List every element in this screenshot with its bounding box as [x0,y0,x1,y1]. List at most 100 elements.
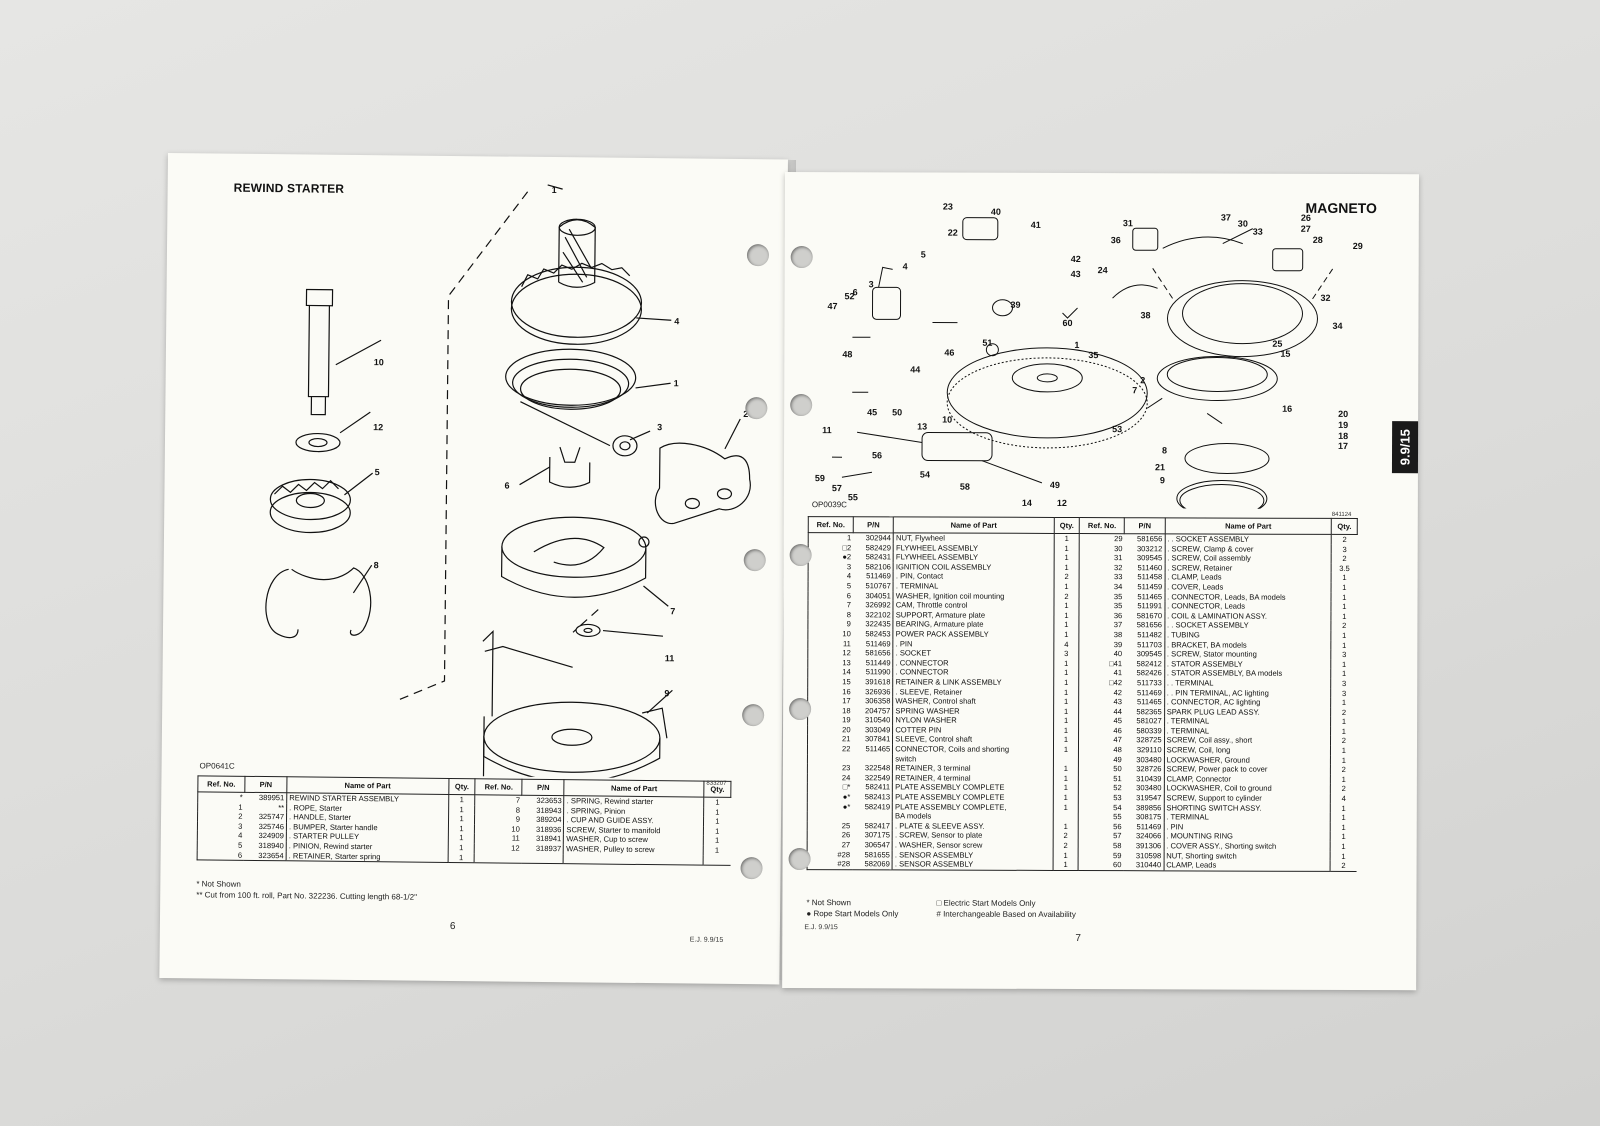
table-cell-name: PLATE ASSEMBLY COMPLETE [892,792,1053,803]
table-cell-qty: 3 [1330,688,1357,699]
table-cell-ref: 47 [1078,735,1124,746]
table-cell-name: . COIL & LAMINATION ASSY. [1164,611,1332,622]
callout-label: 18 [1338,431,1348,441]
table-cell-ref: 7 [807,600,854,610]
column-header: P/N [244,776,287,793]
binder-hole [742,704,765,727]
table-cell-pn: 309545 [1136,553,1163,563]
column-header: Qty. [703,781,731,798]
table-cell-pn: 204757 [865,705,891,716]
callout-label: 46 [944,348,954,358]
table-cell-qty: 1 [1052,860,1079,871]
table-cell-pn: 581027 [1136,716,1162,726]
table-cell-qty: 1 [1331,659,1357,670]
table-cell-qty: 2 [1053,591,1080,602]
column-header: Ref. No. [475,778,523,796]
table-cell-pn: 323654 [244,850,287,861]
table-cell-ref: □41 [1079,658,1125,669]
callout-label: 56 [872,450,882,460]
table-cell-qty: 1 [1052,850,1079,861]
binder-hole [788,848,811,871]
callout-label: 35 [1088,350,1098,360]
table-cell-qty [1053,754,1079,765]
table-cell-ref: 45 [1078,716,1124,727]
table-cell-name: . TERMINAL [1164,716,1331,727]
table-cell-qty: 2 [1330,784,1357,795]
table-cell-qty: 1 [1330,669,1357,679]
binder-hole [743,549,766,572]
callout-label: 37 [1221,213,1231,223]
table-cell-ref: * [197,791,245,803]
table-cell-ref: 40 [1079,649,1125,659]
table-cell-ref: 42 [1079,687,1125,698]
callout-label: 34 [1332,321,1342,331]
callout-label: 31 [1123,218,1133,228]
table-cell-name: NUT, Flywheel [893,532,1054,544]
table-cell-name: FLYWHEEL ASSEMBLY [893,552,1054,563]
callout-label: 9 [664,688,669,698]
callout-label: 23 [943,202,953,212]
table-cell-ref [807,811,853,822]
table-cell-ref: 46 [1078,725,1124,736]
table-cell-ref: □* [807,782,853,793]
table-cell-qty: 2 [1052,840,1079,851]
table-cell-qty: 2 [1331,534,1358,545]
figure-code: OP0641C [199,761,235,771]
callout-label: 47 [828,301,838,311]
table-cell-name: . TERMINAL [893,581,1054,592]
table-cell-ref: 8 [807,609,853,620]
table-cell-qty: 2 [1331,621,1357,631]
table-cell-name: FLYWHEEL ASSEMBLY [893,542,1054,554]
table-cell-pn: 303212 [1136,543,1163,553]
table-cell-qty [703,855,731,866]
table-cell-ref: 44 [1078,706,1124,717]
callout-label: 24 [1098,265,1108,275]
table-cell-pn: 325747 [258,812,285,822]
table-cell-ref: 5 [197,840,245,851]
table-cell-ref: 30 [1079,543,1125,554]
binder-hole [790,394,813,417]
table-cell-qty: 1 [1053,562,1080,573]
callout-label: 4 [903,261,908,271]
table-cell-qty: 1 [1053,764,1079,774]
table-cell-qty: 1 [1053,581,1080,592]
table-cell-name: . SCREW, Stator mounting [1164,649,1332,660]
table-cell-ref: 2 [197,811,245,822]
table-cell-name: . STATOR ASSEMBLY, BA models [1164,668,1332,679]
table-cell-name: . RETAINER, Starter spring [286,850,448,863]
callout-label: 3 [657,422,662,432]
table-cell-ref: 41 [1079,668,1125,679]
page-magneto: MAGNETO 9.9/15 [782,172,1419,991]
table-cell-name: IGNITION COIL ASSEMBLY [893,562,1054,573]
table-cell-pn: 318937 [535,843,562,854]
binder-hole [790,246,813,269]
table-cell-qty: 1 [447,833,475,844]
page-rewind-starter: REWIND STARTER [159,153,788,985]
table-cell-name: WASHER, Pulley to screw [563,844,704,856]
table-cell-qty: 1 [1330,755,1357,766]
table-cell-pn: 326992 [865,600,891,610]
table-cell-pn: 391306 [1135,841,1162,851]
table-cell-pn: 582426 [1136,668,1162,678]
table-cell-ref: 36 [1079,610,1125,621]
table-cell-name: . . TERMINAL [1164,678,1331,689]
table-cell-pn: 582417 [864,821,891,831]
callout-label: 11 [822,425,832,435]
table-cell-name: . SCREW, Clamp & cover [1164,543,1332,555]
table-cell-qty: 1 [1330,698,1357,708]
callout-label: 10 [374,357,384,367]
table-cell-qty: 1 [1053,543,1080,554]
binder-hole [745,397,768,420]
table-cell-qty: 1 [1330,717,1357,727]
table-cell-qty: 1 [1330,726,1357,737]
callout-label: 16 [1282,404,1292,414]
table-cell-qty: 1 [1053,745,1079,755]
callout-label: 44 [910,364,920,374]
table-cell-ref: 31 [1079,553,1125,563]
table-cell-name: COTTER PIN [892,725,1054,736]
table-cell-name: . SOCKET [893,648,1054,659]
table-cell-qty: 1 [1331,592,1358,603]
table-cell-qty: 1 [1331,611,1357,622]
table-cell-qty: 1 [703,826,731,837]
callout-label: 25 [1272,339,1282,349]
